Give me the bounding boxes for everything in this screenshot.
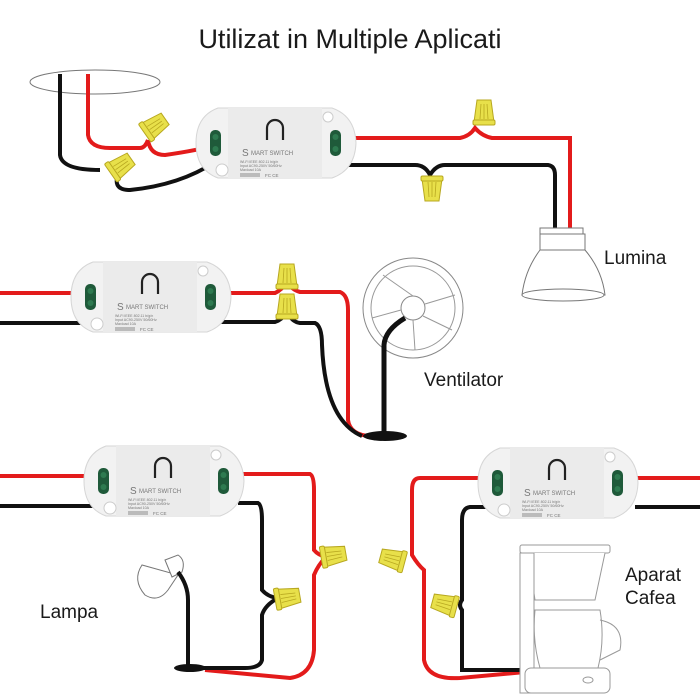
- label-cafea-line2: Cafea: [625, 588, 676, 609]
- wire-connector: [377, 544, 409, 574]
- label-cafea-line1: Aparat: [625, 565, 681, 586]
- label-lampa: Lampa: [40, 602, 99, 623]
- neutral-wire-out: [195, 501, 285, 670]
- wire-connector: [420, 175, 444, 202]
- wire-connector: [103, 149, 138, 183]
- neutral-wire-out: [335, 163, 557, 230]
- live-wire-out: [410, 476, 526, 681]
- smart-switch-2: [69, 260, 233, 334]
- smart-switch-1: [194, 106, 358, 180]
- wire-connector: [429, 589, 461, 619]
- wire-connector: [272, 583, 303, 611]
- label-ventilator: Ventilator: [424, 370, 504, 391]
- ceiling-light-icon: [521, 227, 606, 302]
- section-cafea: [377, 446, 700, 694]
- smart-switch-4: [476, 446, 640, 520]
- smart-switch-3: [82, 444, 246, 518]
- wire-connector: [318, 541, 349, 569]
- section-lampa: [0, 444, 349, 681]
- coffee-maker-icon: [519, 544, 622, 694]
- wire-connector: [472, 99, 496, 126]
- desk-lamp-icon: [137, 554, 206, 672]
- diagram-title: Utilizat in Multiple Aplicati: [198, 24, 502, 54]
- wire-connector: [275, 263, 299, 290]
- neutral-wire-out: [210, 307, 363, 438]
- ceiling-box-outline: [29, 69, 161, 95]
- wire-connector: [137, 109, 172, 143]
- section-lumina: [29, 69, 606, 302]
- live-wire-out: [335, 124, 572, 230]
- label-lumina: Lumina: [604, 248, 667, 269]
- wire-connector: [275, 293, 299, 320]
- neutral-wire-out: [458, 505, 525, 672]
- section-ventilator: [0, 257, 464, 441]
- fan-icon: [362, 257, 464, 441]
